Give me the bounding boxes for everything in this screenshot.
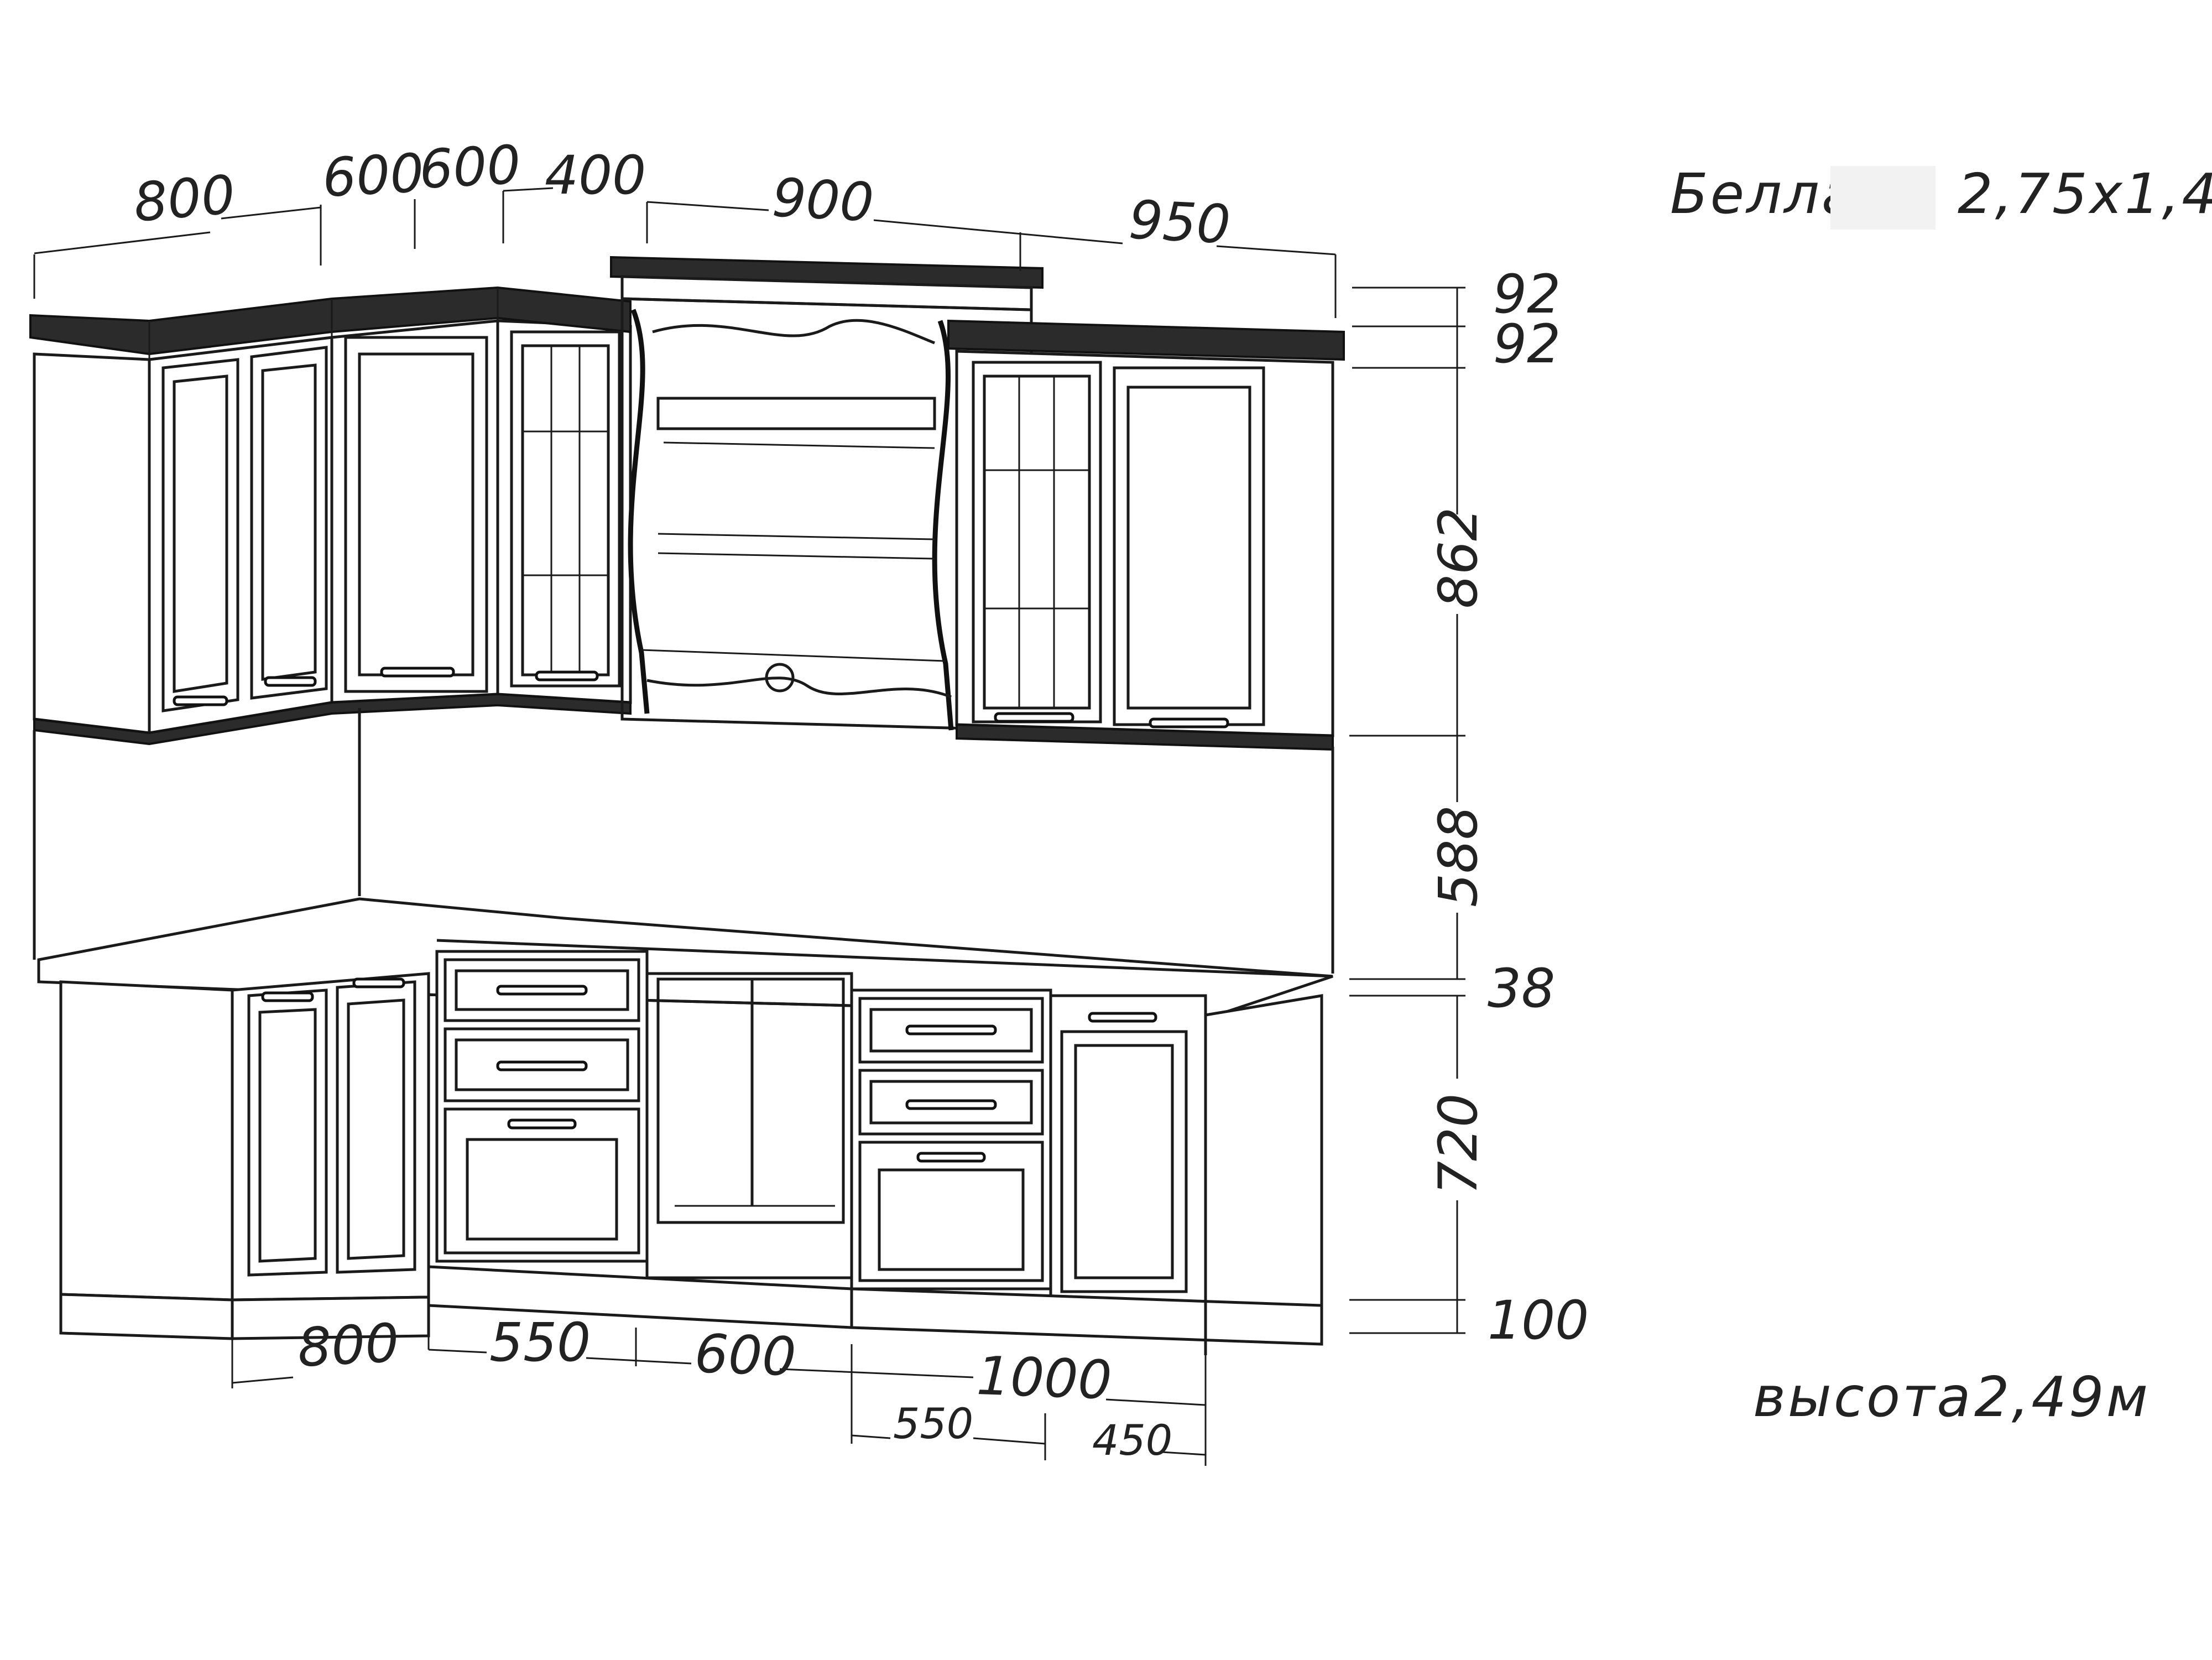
dim-top-400: 400 <box>545 144 646 206</box>
dim-bottom-sub-450: 450 <box>1092 1416 1172 1465</box>
model-name: Белла <box>1670 162 1858 226</box>
dim-top-600a: 600 <box>321 142 425 209</box>
dim-top-950: 950 <box>1128 189 1232 256</box>
title-note: Белла 2,75х1,4м <box>1670 162 2212 230</box>
dim-right-92b: 92 <box>1493 313 1561 375</box>
dim-bottom-sub-550: 550 <box>893 1399 973 1448</box>
dim-bottom-800: 800 <box>296 1312 400 1379</box>
backsplash <box>33 708 1334 974</box>
base-cabinets <box>59 950 1323 1355</box>
dims-top: 800 600 600 400 900 950 <box>131 134 1232 256</box>
redaction-patch <box>1830 166 1936 230</box>
dim-top-900: 900 <box>771 166 875 233</box>
height-value: 2,49м <box>1974 1365 2150 1429</box>
dim-top-600b: 600 <box>418 134 522 201</box>
dim-right-100: 100 <box>1488 1289 1589 1351</box>
height-note: высота 2,49м <box>1753 1365 2150 1429</box>
dim-right-92a: 92 <box>1493 263 1561 325</box>
upper-cabinets <box>29 256 1345 751</box>
height-label: высота <box>1753 1365 1973 1429</box>
dim-bottom-550: 550 <box>489 1312 591 1373</box>
dimension-lines <box>33 187 1465 1466</box>
dims-right: 92 92 862 588 38 720 100 <box>1427 263 1589 1351</box>
dim-right-862: 862 <box>1427 507 1489 608</box>
dim-bottom-600: 600 <box>693 1323 797 1388</box>
dims-bottom: 800 550 600 1000 550 450 <box>296 1312 1172 1465</box>
dim-bottom-1000: 1000 <box>975 1345 1113 1411</box>
dim-right-720: 720 <box>1427 1094 1489 1195</box>
model-size: 2,75х1,4м <box>1958 162 2212 226</box>
dim-right-38: 38 <box>1488 958 1555 1019</box>
dim-top-800: 800 <box>131 163 237 234</box>
dim-right-588: 588 <box>1427 806 1489 907</box>
